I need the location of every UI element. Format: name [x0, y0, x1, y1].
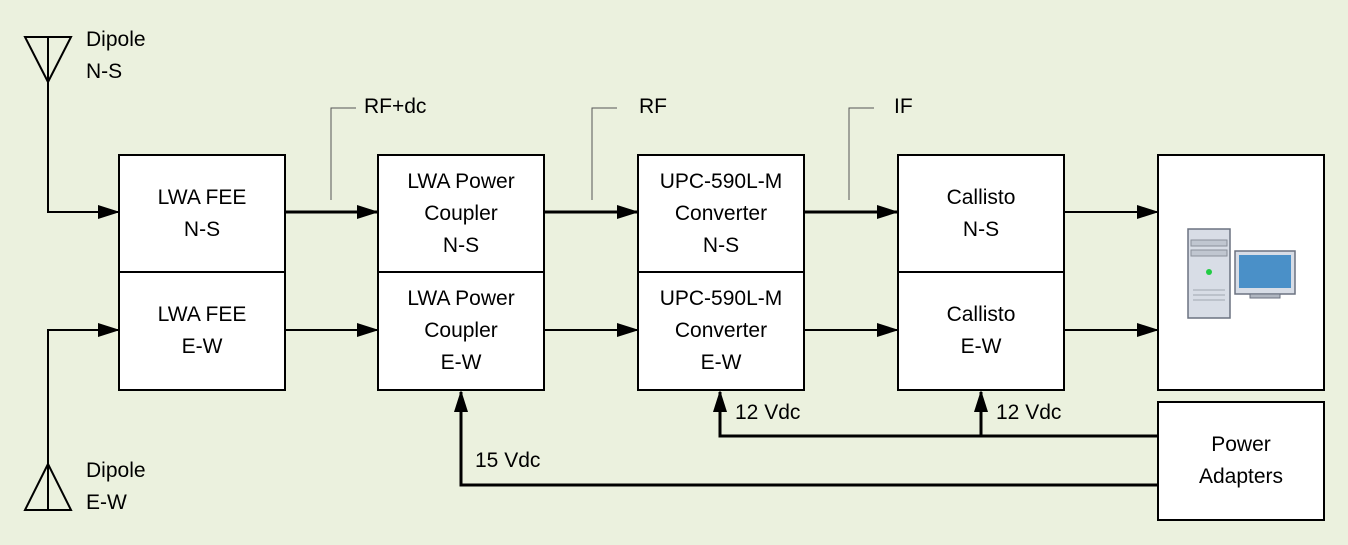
coupler-ew-box [377, 271, 545, 391]
power-12v-line [713, 390, 1157, 438]
converter-ns-box [637, 154, 805, 273]
coupler-ew-line1: LWA Power [407, 287, 515, 310]
coupler-ns-label: LWA Power Coupler N-S [378, 155, 544, 272]
fee-ns-label: LWA FEE N-S [119, 155, 285, 272]
power-adapters-label: Power Adapters [1158, 402, 1324, 520]
signal-label-rf: RF [639, 95, 667, 118]
signal-label-if: IF [894, 95, 913, 118]
callisto-ew-line2: E-W [960, 335, 1002, 358]
power-label-12v-converter: 12 Vdc [735, 401, 801, 424]
fee-ew-line1: LWA FEE [157, 303, 247, 326]
power-adapters-line2: Adapters [1198, 465, 1284, 488]
feed-line-ns [47, 82, 120, 219]
callisto-ew-label: Callisto E-W [898, 272, 1064, 390]
converter-ew-line3: E-W [700, 351, 742, 374]
coupler-ew-line2: Coupler [424, 319, 498, 342]
callisto-ns-box [897, 154, 1065, 273]
dipole-ns-icon [23, 36, 73, 85]
feed-line-ew [47, 323, 120, 464]
converter-ew-box [637, 271, 805, 391]
coupler-ns-line1: LWA Power [407, 169, 515, 193]
callisto-ew-line1: Callisto [946, 303, 1016, 326]
callisto-ns-label: Callisto N-S [898, 155, 1064, 272]
callout-if-line [848, 107, 874, 200]
coupler-ew-label: LWA Power Coupler E-W [378, 272, 544, 390]
dipole-ns-line1: Dipole [86, 28, 146, 51]
converter-ew-label: UPC-590L-M Converter E-W [638, 272, 804, 390]
converter-ns-label: UPC-590L-M Converter N-S [638, 155, 804, 272]
dipole-ew-label: Dipole E-W [86, 455, 146, 519]
callout-rf-line [591, 107, 617, 200]
callisto-ew-box [897, 271, 1065, 391]
fee-ew-line2: E-W [181, 335, 223, 358]
power-adapters-box [1157, 401, 1325, 521]
fee-ns-line1: LWA FEE [157, 185, 247, 209]
dipole-ew-line1: Dipole [86, 459, 146, 482]
power-15v-line [454, 390, 1157, 487]
callisto-ns-line1: Callisto [946, 185, 1016, 209]
converter-ew-line2: Converter [674, 319, 768, 342]
converter-ns-line3: N-S [702, 233, 740, 257]
computer-icon [1187, 228, 1296, 319]
dipole-ew-line2: E-W [86, 491, 127, 514]
power-label-12v-callisto: 12 Vdc [996, 401, 1062, 424]
fee-ns-line2: N-S [183, 217, 221, 241]
power-label-15v: 15 Vdc [475, 449, 541, 472]
converter-ns-line2: Converter [674, 201, 768, 225]
coupler-ns-line3: N-S [442, 233, 480, 257]
power-adapters-line1: Power [1211, 433, 1271, 456]
converter-ew-line1: UPC-590L-M [659, 287, 783, 310]
dipole-ns-line2: N-S [86, 60, 123, 83]
callisto-ns-line2: N-S [962, 217, 1000, 241]
dipole-ns-label: Dipole N-S [86, 24, 146, 88]
signal-label-rf-dc: RF+dc [364, 95, 427, 118]
dipole-ew-icon [23, 461, 73, 511]
coupler-ew-line3: E-W [440, 351, 482, 374]
callout-rf-dc-line [330, 107, 356, 200]
converter-ns-line1: UPC-590L-M [659, 169, 783, 193]
fee-ew-label: LWA FEE E-W [119, 272, 285, 390]
coupler-ns-line2: Coupler [424, 201, 498, 225]
